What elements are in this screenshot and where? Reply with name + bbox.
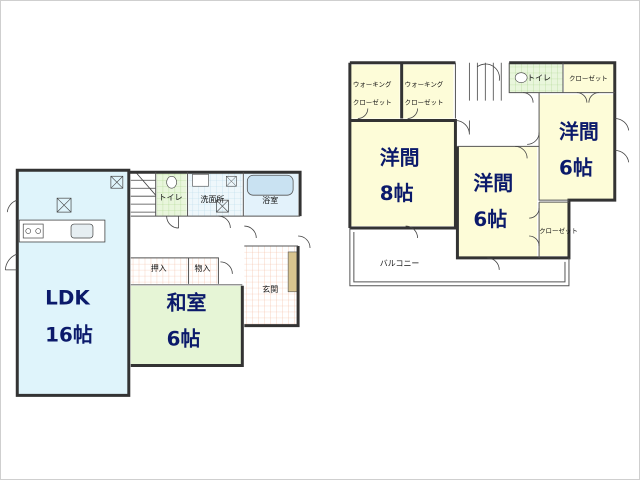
youma6a-size: 6帖 [473,208,507,231]
ldk-room [17,170,129,396]
toilet-2f-label: トイレ [527,74,551,83]
stairs-1f [130,172,156,217]
genkan-label: 玄関 [262,284,278,294]
balcony-area-right [455,257,569,286]
youma6b-size: 6帖 [559,156,593,179]
hallway-1f [130,216,243,258]
washitsu-label: 和室 [167,291,207,315]
floor-1 [4,168,311,397]
washer-box [216,199,229,213]
youma6a-room [457,146,538,258]
hallway-2f [455,102,540,147]
ldk-label: LDK [45,287,91,310]
closet-side-label: クローゼット [539,226,578,235]
washitsu-size: 6帖 [167,328,201,351]
closet-side-room [539,202,569,256]
oshiire-label: 押入 [151,263,167,273]
youma6b-label: 洋間 [559,119,599,143]
balcony-area [349,228,456,286]
monoire-label: 物入 [195,263,211,273]
closet-top-label: クローゼット [569,74,608,83]
stove [22,223,44,239]
wic2-line2: クローゼット [405,98,444,107]
kitchen-sink [70,223,94,239]
wic1-room [349,64,400,119]
monoire-room [189,257,218,284]
wic1-line1: ウォーキング [353,80,392,89]
ldk-size: 16帖 [45,324,93,347]
youma8-label: 洋間 [380,145,420,169]
toilet-bowl-2f [514,72,528,83]
senmenjo-label: 洗面所 [201,194,225,204]
oshiire-room [130,257,189,284]
wic2-room [401,64,454,119]
closet-top-room [563,62,614,93]
floor-2 [348,61,630,287]
washitsu-room [130,285,243,366]
toilet-bowl-1f [166,175,177,189]
wic2-line1: ウォーキング [405,80,444,89]
wic1-line2: クローゼット [353,98,392,107]
toilet-1f-label: トイレ [159,193,183,202]
shoe-cabinet [287,251,298,293]
youma8-room [349,120,456,227]
youma6b-room [539,94,615,201]
vanity [192,173,209,187]
storage-box [110,175,124,189]
bathtub [246,174,294,196]
youma6a-label: 洋間 [473,171,513,195]
yokushitsu-label: 浴室 [262,195,278,205]
balcony-label: バルコニー [380,259,420,268]
fridge-box [56,197,72,213]
youma8-size: 8帖 [380,182,414,205]
stairs-2f [455,62,510,103]
